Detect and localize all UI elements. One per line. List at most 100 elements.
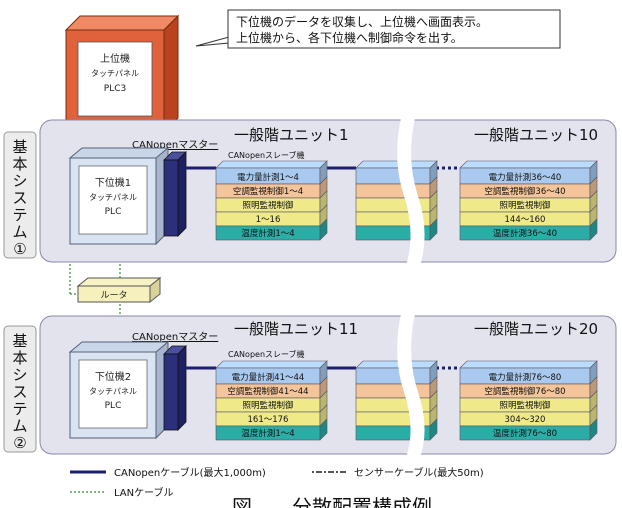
- master-side: [177, 151, 187, 237]
- module-side: [319, 418, 328, 441]
- module-label: 空調監視制御76～80: [484, 386, 565, 397]
- module-label: 161～176: [248, 415, 289, 425]
- lower-pc-label: PLC: [105, 207, 122, 217]
- lower-pc-screen: [78, 359, 148, 429]
- callout-box: [227, 9, 561, 49]
- module-top: [459, 160, 598, 169]
- module-label: 空調監視制御41～44: [227, 386, 308, 397]
- module-label: 電力量計測76～80: [489, 372, 562, 383]
- system-label-char: テ: [12, 400, 27, 418]
- figure-caption: 図 分散配置構成例: [232, 495, 432, 508]
- system-label-box: [3, 325, 37, 453]
- hvac-module: [355, 183, 431, 199]
- module-label: 照明監視制御: [242, 400, 293, 411]
- upper-pc-label: タッチパネル: [91, 69, 139, 78]
- system-label-char: ②: [13, 434, 26, 452]
- upper-pc-label: PLC3: [104, 84, 126, 94]
- upper-pc-side: [163, 14, 179, 134]
- lower-pc-label: 下位機1: [95, 176, 131, 189]
- break-gap: [397, 118, 425, 266]
- module-stack: 電力量計測76～80 空調監視制御76～80 照明監視制御 304～320 温度計測76…: [459, 360, 598, 441]
- module-label: 照明監視制御: [499, 400, 550, 411]
- lower-pc-top: [68, 341, 170, 353]
- canopen-master-module: [163, 345, 187, 431]
- module-side: [429, 218, 438, 241]
- module-label: 電力量計測36～40: [489, 172, 562, 183]
- module-stack: [355, 160, 438, 241]
- router-front: [77, 285, 151, 303]
- power-meter-module: [355, 367, 431, 385]
- slave-label: CANopenスレーブ機: [228, 150, 305, 160]
- module-side: [589, 218, 598, 241]
- lower-pc-label: タッチパネル: [89, 387, 137, 396]
- callout-text: 下位機のデータを収集し、上位機へ画面表示。: [236, 14, 488, 29]
- system-label-char: テ: [12, 206, 27, 224]
- module-label: 温度計測1～4: [241, 428, 294, 439]
- system-label-char: ム: [12, 223, 27, 241]
- upper-pc: 上位機 タッチパネル PLC3: [64, 14, 180, 134]
- module-label: 空調監視制御1～4: [233, 186, 303, 197]
- lower-pc-label: PLC: [105, 401, 122, 411]
- system-label-char: 本: [12, 349, 27, 367]
- router: ルータ: [76, 276, 162, 304]
- module-label: 温度計測76～80: [493, 428, 557, 439]
- slave-label: CANopenスレーブ機: [228, 349, 305, 359]
- upper-pc-label: 上位機: [100, 52, 130, 65]
- system-label-char: 本: [12, 155, 27, 173]
- canopen-master-module: [163, 151, 187, 237]
- unit-title: 一般階ユニット1: [234, 126, 349, 144]
- master-side: [177, 345, 187, 431]
- lower-pc-1: 下位機1 タッチパネル PLC: [68, 146, 170, 246]
- legend: CANopenケーブル(最大1,000m) センサーケーブル(最大50m) LA…: [70, 466, 484, 499]
- module-top: [459, 360, 598, 369]
- canopen-master-label: CANopenマスター: [132, 331, 218, 343]
- legend-sensor-label: センサーケーブル(最大50m): [354, 466, 484, 479]
- module-top: [215, 160, 328, 169]
- master-front: [163, 353, 179, 431]
- module-label: 温度計測1～4: [241, 228, 294, 239]
- module-top: [215, 360, 328, 369]
- module-side: [319, 218, 328, 241]
- power-meter-module: [355, 167, 431, 185]
- module-stack: 電力量計測41～44 空調監視制御41～44 照明監視制御 161～176 温度計測1～…: [215, 360, 328, 441]
- system-label-box: [3, 131, 37, 259]
- module-label: 温度計測36～40: [493, 228, 557, 239]
- module-stack: 電力量計測36～40空調監視制御36～40照明監視制御144～160温度計測36…: [459, 160, 598, 241]
- system-label-char: 基: [12, 332, 27, 350]
- callout-text: 上位機から、各下位機へ制御命令を出す。: [236, 30, 463, 45]
- unit-title: 一般階ユニット10: [474, 126, 598, 144]
- upper-pc-screen: [77, 41, 153, 117]
- system-label-char: ス: [12, 189, 27, 207]
- unit-title: 一般階ユニット20: [474, 320, 598, 338]
- unit-title: 一般階ユニット11: [234, 320, 358, 338]
- module-label: 144～160: [505, 215, 546, 225]
- module-side: [589, 418, 598, 441]
- callout: 下位機のデータを収集し、上位機へ画面表示。 上位機から、各下位機へ制御命令を出す…: [195, 9, 561, 49]
- system-label-char: ①: [13, 240, 26, 258]
- module-label: 304～320: [505, 415, 546, 425]
- system-label-char: ス: [12, 383, 27, 401]
- router-label: ルータ: [100, 290, 127, 301]
- lower-pc-screen: [78, 165, 148, 235]
- module-top: [355, 160, 438, 169]
- system-label-char: シ: [12, 366, 27, 384]
- module-label: 電力量計測1～4: [237, 172, 299, 183]
- module-label: 電力量計測41～44: [232, 372, 305, 383]
- system-label-char: ム: [12, 417, 27, 435]
- module-stack: [355, 360, 438, 441]
- system-label-char: シ: [12, 172, 27, 190]
- upper-pc-top: [64, 15, 180, 31]
- lower-pc-2: 下位機2 タッチパネル PLC: [68, 340, 170, 440]
- break-gap: [397, 314, 425, 458]
- module-label: 空調監視制御36～40: [484, 186, 565, 197]
- lower-pc-label: 下位機2: [95, 370, 131, 383]
- legend-canopen-label: CANopenケーブル(最大1,000m): [114, 466, 266, 479]
- lower-pc-label: タッチパネル: [89, 193, 137, 202]
- master-front: [163, 159, 179, 237]
